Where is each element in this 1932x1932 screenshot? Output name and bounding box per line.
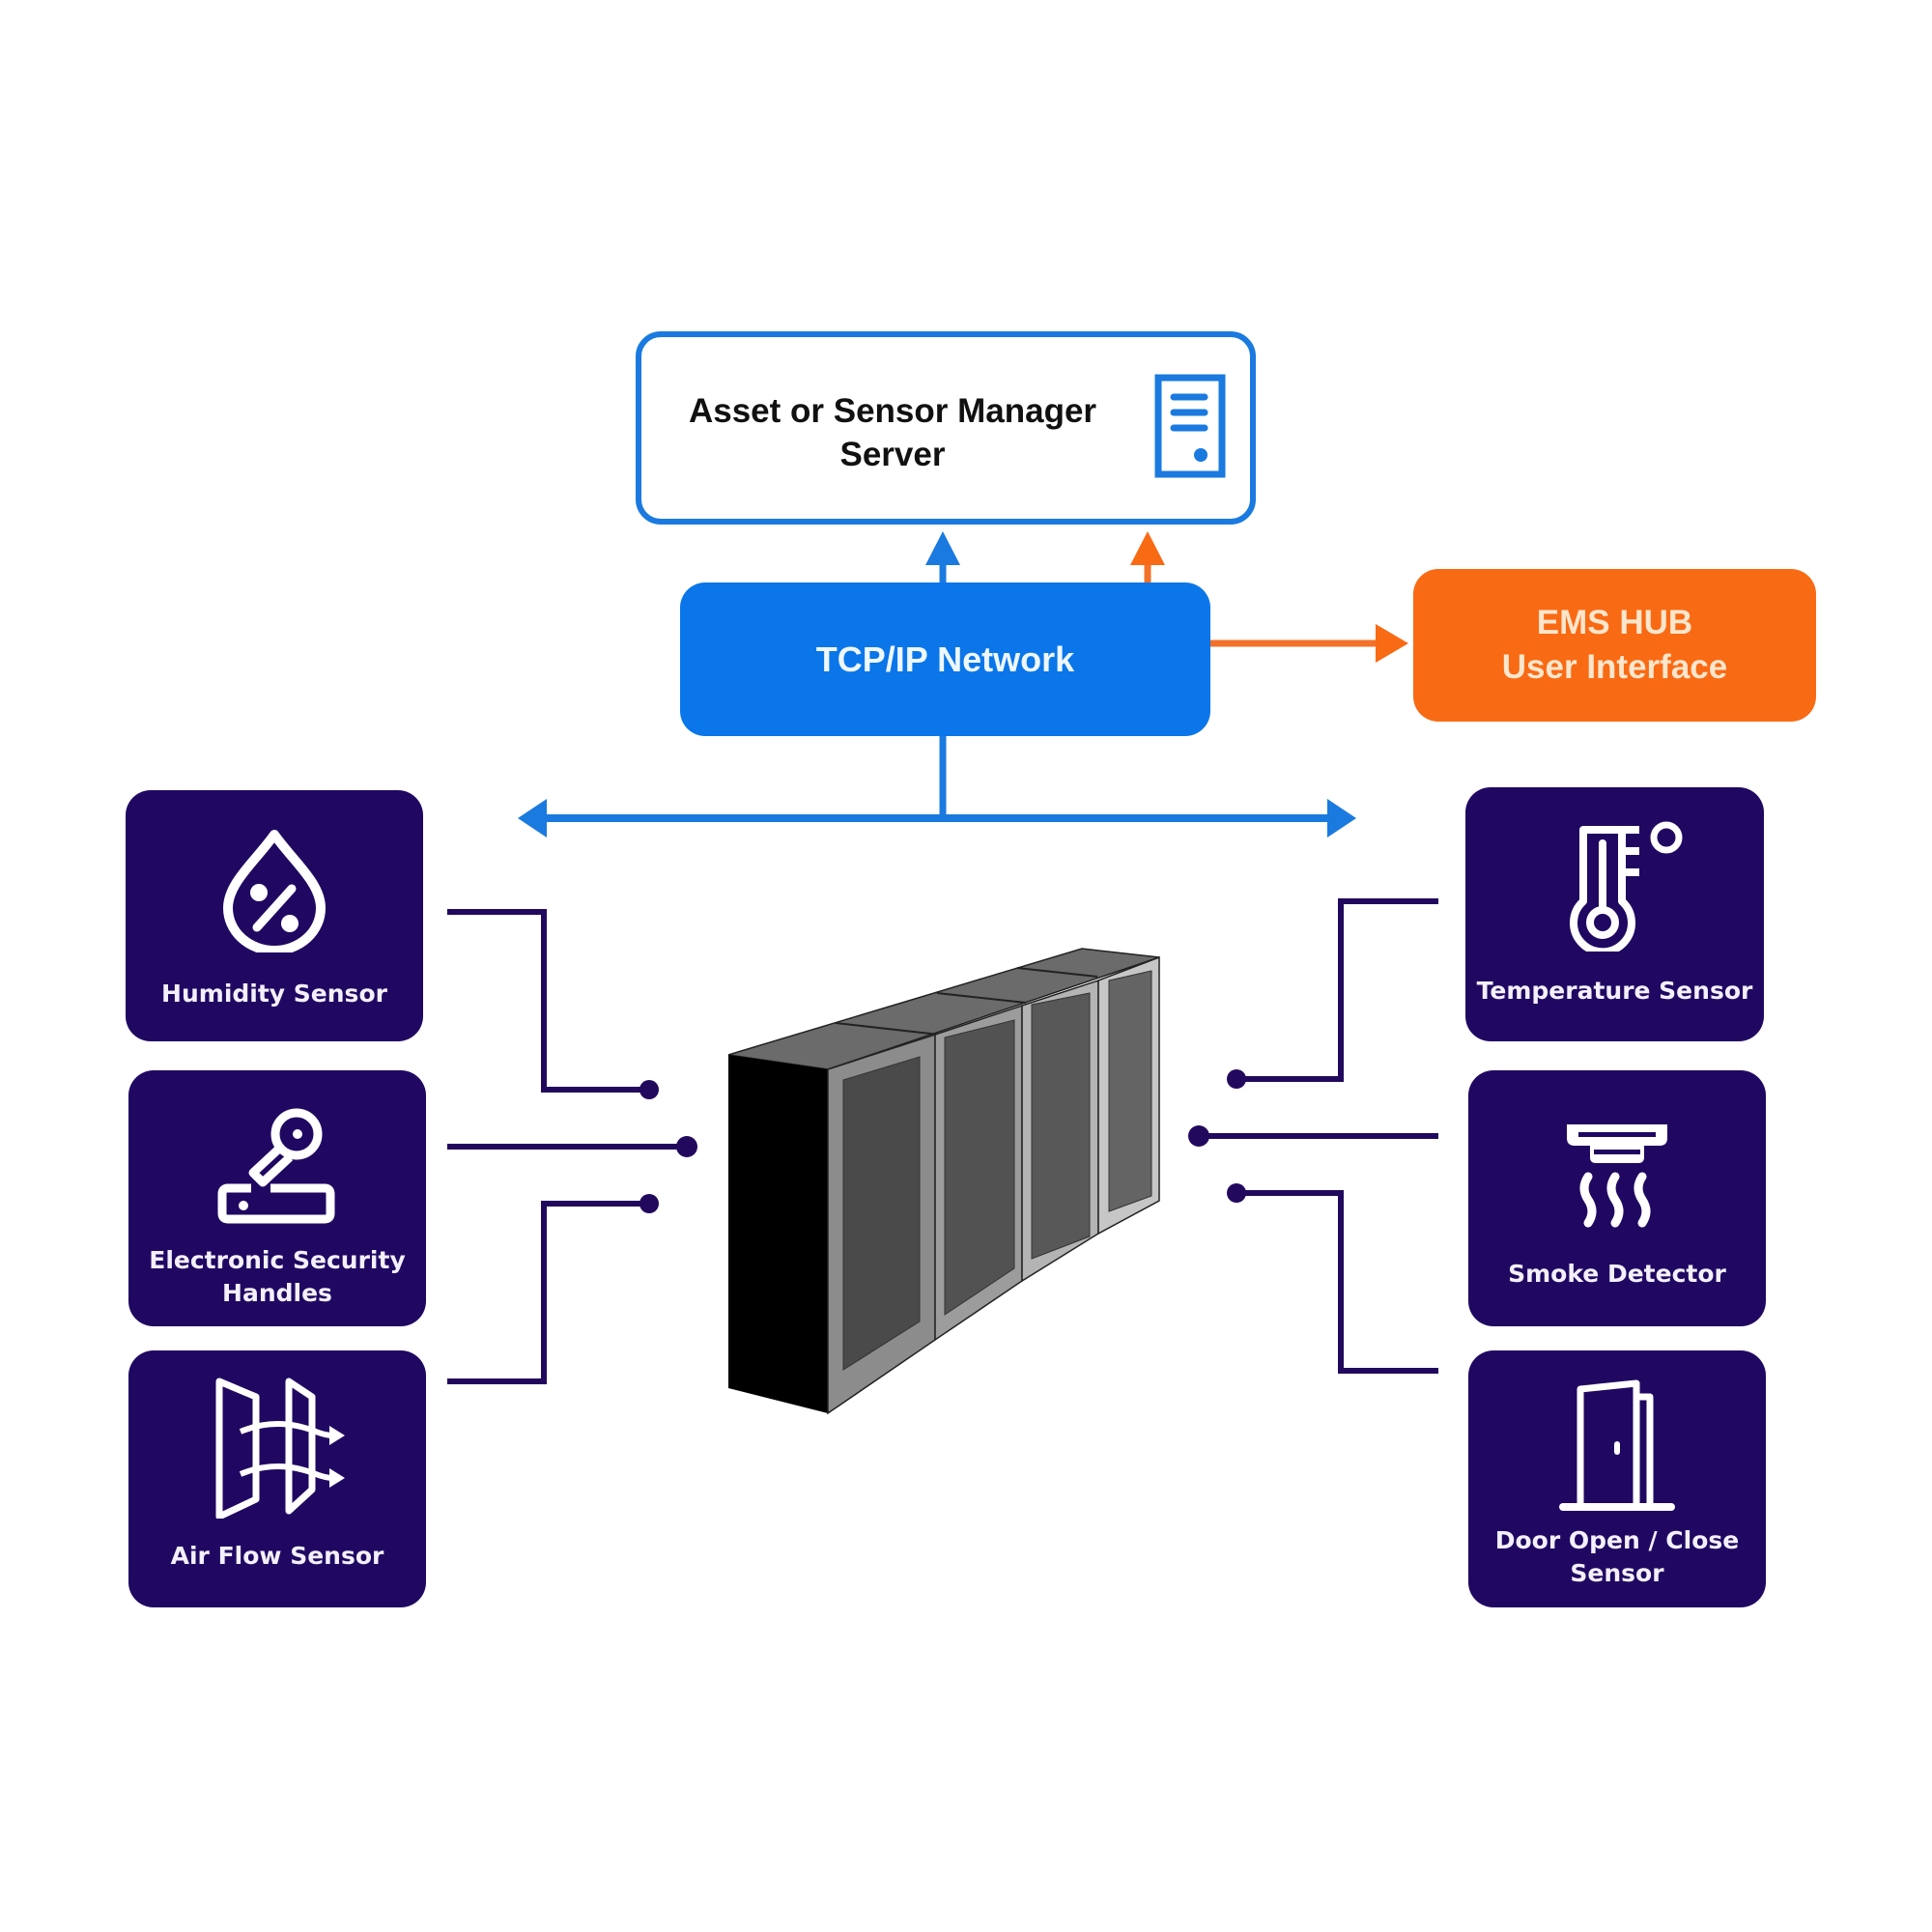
sensor-label-line1: Electronic Security <box>149 1246 406 1274</box>
connector-dot <box>676 1136 697 1157</box>
humidity-connector <box>447 909 649 1093</box>
security-handle-icon <box>217 1108 335 1224</box>
sensor-label-line2: Sensor <box>1570 1559 1664 1587</box>
sensor-label-line2: Handles <box>222 1279 332 1307</box>
sensor-card-security-handles[interactable]: Electronic Security Handles <box>128 1070 426 1326</box>
sensor-card-air-flow[interactable]: Air Flow Sensor <box>128 1350 426 1607</box>
sensor-bus-arrow <box>518 736 1356 838</box>
tcp-ip-network[interactable]: TCP/IP Network <box>680 582 1210 736</box>
sensor-card-smoke-detector[interactable]: Smoke Detector <box>1468 1070 1766 1326</box>
ems-label-line2: User Interface <box>1501 648 1728 686</box>
airflow-connector <box>447 1201 649 1384</box>
server-title-line2: Server <box>839 436 946 473</box>
sensor-label-line1: Door Open / Close <box>1494 1526 1740 1554</box>
door-connector <box>1236 1190 1438 1374</box>
rack-side <box>728 1055 828 1413</box>
asset-sensor-manager-server[interactable]: Asset or Sensor Manager Server <box>636 331 1256 525</box>
server-title: Asset or Sensor Manager Server <box>680 389 1105 476</box>
server-icon <box>1154 374 1226 478</box>
sensor-label: Smoke Detector <box>1508 1260 1726 1288</box>
rack-doors <box>827 955 1160 1415</box>
connector-dot <box>639 1080 659 1099</box>
sensor-label: Temperature Sensor <box>1476 977 1753 1005</box>
smoke-detector-icon <box>1567 1124 1667 1228</box>
network-to-server-arrow <box>925 531 960 582</box>
sensor-card-door[interactable]: Door Open / Close Sensor <box>1468 1350 1766 1607</box>
right-connectors <box>1199 898 1438 1374</box>
door-icon <box>1559 1379 1675 1511</box>
server-title-line1: Asset or Sensor Manager <box>688 392 1097 430</box>
airflow-icon <box>215 1378 345 1519</box>
sensor-card-humidity[interactable]: Humidity Sensor <box>126 790 423 1041</box>
temperature-connector <box>1236 898 1438 1082</box>
tcp-ip-label: TCP/IP Network <box>815 639 1075 679</box>
connector-dot <box>1227 1183 1246 1203</box>
server-rack-illustration <box>727 948 1160 1415</box>
left-connectors <box>447 909 687 1384</box>
sensor-label: Air Flow Sensor <box>170 1542 384 1570</box>
ems-hub-user-interface[interactable]: EMS HUB User Interface <box>1413 569 1816 722</box>
humidity-icon <box>223 830 326 952</box>
connector-dot <box>1188 1125 1209 1147</box>
thermometer-icon <box>1569 821 1682 952</box>
connector-dot <box>639 1194 659 1213</box>
sensor-card-temperature[interactable]: Temperature Sensor <box>1465 787 1764 1041</box>
connector-dot <box>1227 1069 1246 1089</box>
ems-label-line1: EMS HUB <box>1536 604 1693 641</box>
sensor-label: Humidity Sensor <box>161 980 387 1008</box>
